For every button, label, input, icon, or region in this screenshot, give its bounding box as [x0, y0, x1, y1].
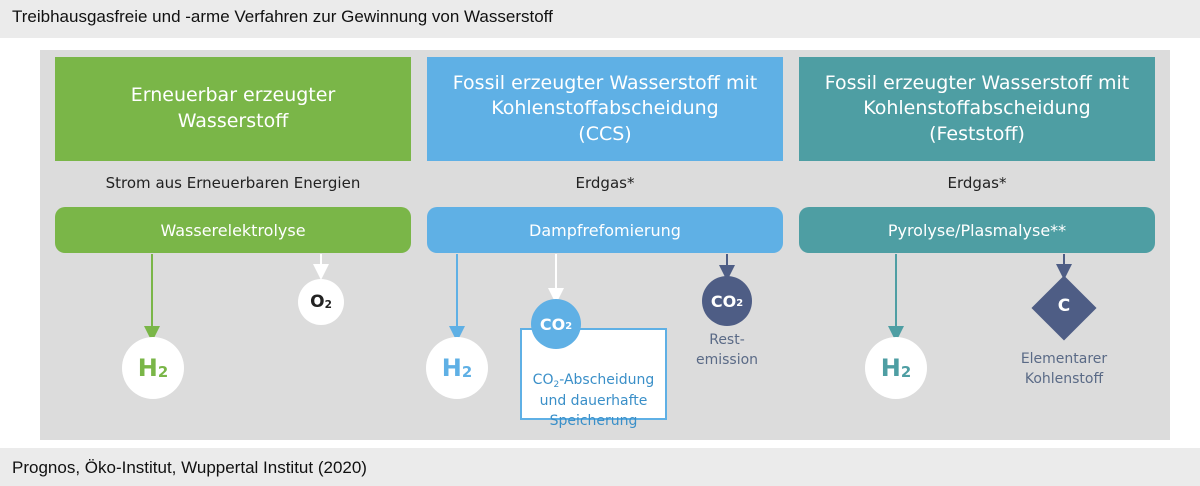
- input-label-solid-carbon: Erdgas*: [947, 174, 1007, 192]
- column-title-renewable: Erneuerbar erzeugter Wasserstoff: [55, 57, 411, 161]
- process-steam-reforming: Dampfrefomierung: [427, 207, 783, 253]
- input-label-renewable: Strom aus Erneuerbaren Energien: [105, 174, 361, 192]
- process-electrolysis: Wasserelektrolyse: [55, 207, 411, 253]
- elemental-carbon-label: Elementarer Kohlenstoff: [1020, 351, 1108, 388]
- column-title-solid-carbon: Fossil erzeugter Wasserstoff mit Kohlens…: [799, 57, 1155, 161]
- source-note: Prognos, Öko-Institut, Wuppertal Institu…: [12, 458, 367, 477]
- figure-title: Treibhausgasfreie und -arme Verfahren zu…: [12, 7, 553, 26]
- carbon-label: C: [1057, 296, 1071, 316]
- column-title-ccs: Fossil erzeugter Wasserstoff mit Kohlens…: [427, 57, 783, 161]
- process-pyrolysis: Pyrolyse/Plasmalyse**: [799, 207, 1155, 253]
- header-bar: Treibhausgasfreie und -arme Verfahren zu…: [0, 0, 1200, 38]
- footer-bar: Prognos, Öko-Institut, Wuppertal Institu…: [0, 448, 1200, 486]
- residual-emission-label: Rest- emission: [695, 332, 759, 369]
- input-label-ccs: Erdgas*: [575, 174, 635, 192]
